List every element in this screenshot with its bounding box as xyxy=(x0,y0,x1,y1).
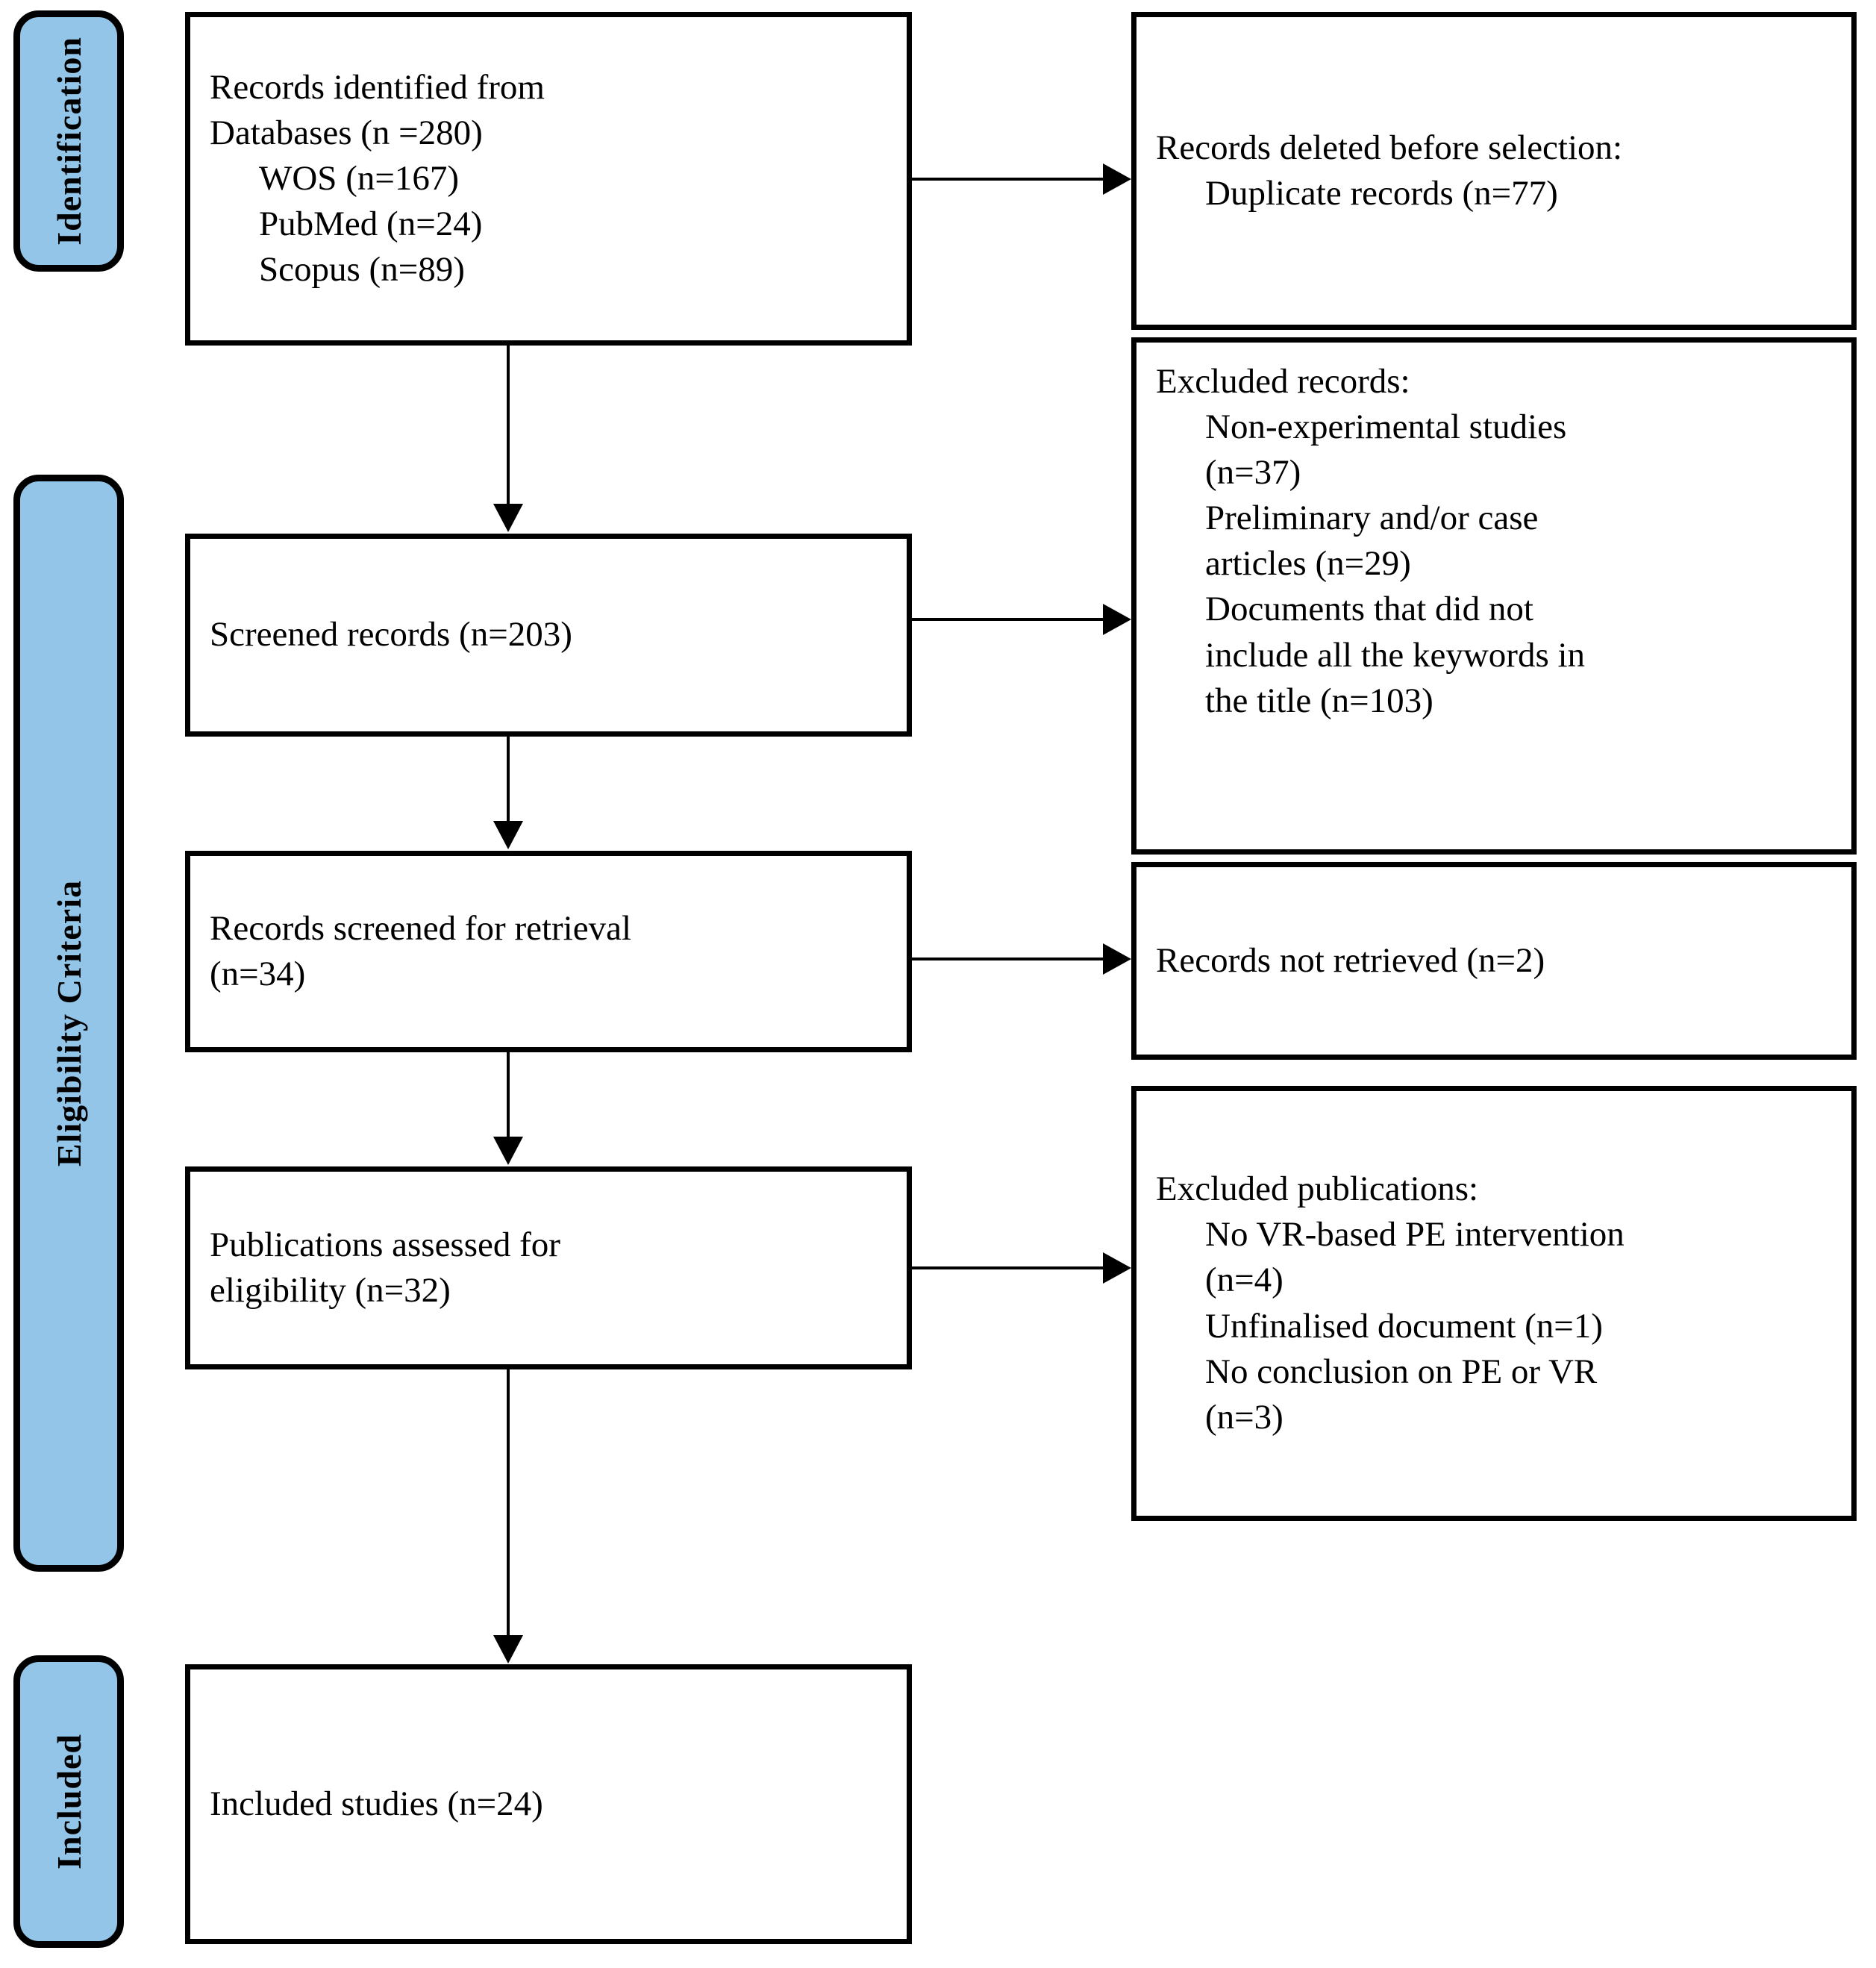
stage-label-identification: Identification xyxy=(13,10,124,272)
flow-box-records-identified-text: Records identified from Databases (n =28… xyxy=(210,65,887,293)
line: include all the keywords in xyxy=(1205,635,1586,675)
arrowhead-down-2 xyxy=(493,821,523,849)
arrowhead-right-1 xyxy=(1103,163,1131,195)
line: Scopus (n=89) xyxy=(259,250,465,290)
exclusion-box-excluded-records: Excluded records: Non-experimental studi… xyxy=(1131,337,1857,855)
flow-box-included-studies-text: Included studies (n=24) xyxy=(210,1781,887,1827)
exclusion-box-excluded-publications-text: Excluded publications: No VR-based PE in… xyxy=(1156,1166,1832,1440)
line: Included studies (n=24) xyxy=(210,1784,543,1823)
arrowhead-down-3 xyxy=(493,1137,523,1165)
connector-horizontal-3 xyxy=(912,958,1104,960)
line: Documents that did not xyxy=(1205,590,1533,629)
line: WOS (n=167) xyxy=(259,158,460,198)
line: Records not retrieved (n=2) xyxy=(1156,940,1545,980)
arrowhead-down-4 xyxy=(493,1635,523,1664)
stage-label-identification-text: Identification xyxy=(49,37,88,246)
stage-label-eligibility-text: Eligibility Criteria xyxy=(49,879,88,1167)
stage-label-included: Included xyxy=(13,1655,124,1948)
line: No conclusion on PE or VR xyxy=(1205,1352,1598,1391)
connector-horizontal-4 xyxy=(912,1266,1104,1269)
flow-box-screened-records-text: Screened records (n=203) xyxy=(210,612,887,657)
line: eligibility (n=32) xyxy=(210,1271,451,1310)
line: Records deleted before selection: xyxy=(1156,128,1623,167)
arrowhead-right-2 xyxy=(1103,604,1131,635)
flow-box-publications-assessed-text: Publications assessed for eligibility (n… xyxy=(210,1222,887,1313)
exclusion-box-excluded-publications: Excluded publications: No VR-based PE in… xyxy=(1131,1086,1857,1521)
line: Excluded records: xyxy=(1156,362,1410,401)
connector-vertical-3 xyxy=(507,1052,510,1138)
line: Records screened for retrieval xyxy=(210,908,632,948)
line: No VR-based PE intervention xyxy=(1205,1215,1625,1255)
line: articles (n=29) xyxy=(1205,544,1411,584)
line: (n=37) xyxy=(1205,453,1301,493)
exclusion-box-excluded-records-text: Excluded records: Non-experimental studi… xyxy=(1156,359,1832,724)
stage-label-eligibility: Eligibility Criteria xyxy=(13,475,124,1572)
arrowhead-right-3 xyxy=(1103,943,1131,975)
connector-vertical-1 xyxy=(507,346,510,505)
exclusion-box-records-deleted-text: Records deleted before selection: Duplic… xyxy=(1156,125,1832,216)
line: (n=3) xyxy=(1205,1397,1284,1437)
arrowhead-down-1 xyxy=(493,504,523,532)
line: Preliminary and/or case xyxy=(1205,499,1539,538)
connector-horizontal-1 xyxy=(912,178,1104,181)
line: Unfinalised document (n=1) xyxy=(1205,1306,1603,1346)
stage-label-included-text: Included xyxy=(49,1734,88,1869)
flow-box-screened-records: Screened records (n=203) xyxy=(185,534,912,737)
connector-vertical-2 xyxy=(507,737,510,822)
flow-box-publications-assessed: Publications assessed for eligibility (n… xyxy=(185,1166,912,1369)
line: Excluded publications: xyxy=(1156,1169,1479,1209)
connector-horizontal-2 xyxy=(912,618,1104,621)
arrowhead-right-4 xyxy=(1103,1252,1131,1284)
line: Records identified from xyxy=(210,67,545,107)
flow-box-included-studies: Included studies (n=24) xyxy=(185,1664,912,1944)
line: (n=4) xyxy=(1205,1261,1284,1300)
line: the title (n=103) xyxy=(1205,681,1433,720)
line: PubMed (n=24) xyxy=(259,204,483,244)
line: Duplicate records (n=77) xyxy=(1205,174,1558,213)
flow-box-records-identified: Records identified from Databases (n =28… xyxy=(185,12,912,346)
flow-box-records-screened-retrieval: Records screened for retrieval (n=34) xyxy=(185,851,912,1052)
line: Screened records (n=203) xyxy=(210,615,572,655)
flow-box-records-screened-retrieval-text: Records screened for retrieval (n=34) xyxy=(210,906,887,997)
line: Databases (n =280) xyxy=(210,113,483,152)
exclusion-box-records-not-retrieved-text: Records not retrieved (n=2) xyxy=(1156,938,1832,984)
line: Publications assessed for xyxy=(210,1225,560,1264)
line: (n=34) xyxy=(210,955,306,993)
exclusion-box-records-deleted: Records deleted before selection: Duplic… xyxy=(1131,12,1857,330)
exclusion-box-records-not-retrieved: Records not retrieved (n=2) xyxy=(1131,862,1857,1060)
connector-vertical-4 xyxy=(507,1369,510,1637)
line: Non-experimental studies xyxy=(1205,407,1567,447)
